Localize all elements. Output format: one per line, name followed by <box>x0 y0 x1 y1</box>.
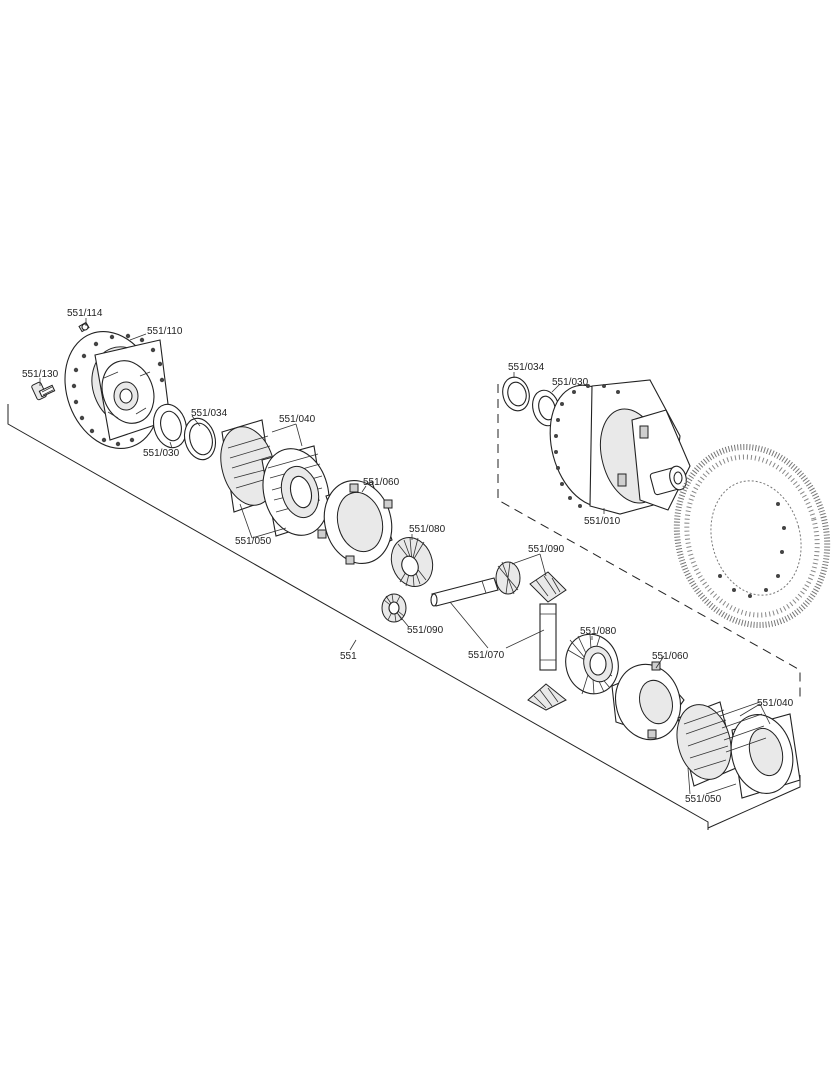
label-551-040-right: 551/040 <box>757 698 794 709</box>
part-labels: 551/114 551/110 551/130 551/034 551/030 … <box>22 308 794 805</box>
label-551-130: 551/130 <box>22 369 59 380</box>
disc-pack-left-part <box>220 419 330 537</box>
ring-right-part <box>611 661 685 741</box>
bolt-part <box>31 381 56 401</box>
ring-gear-part <box>673 443 831 629</box>
shaft-horizontal-part <box>430 577 499 607</box>
label-551-060-left: 551/060 <box>363 477 400 488</box>
differential-housing-part <box>549 379 691 515</box>
label-551-080-right: 551/080 <box>580 626 617 637</box>
label-551-070: 551/070 <box>468 650 505 661</box>
ring-left-part <box>317 479 393 565</box>
label-551-030-left: 551/030 <box>143 448 180 459</box>
label-551-030-right: 551/030 <box>552 377 589 388</box>
shim-left-part <box>183 417 217 461</box>
gear-left-part <box>390 537 434 587</box>
label-551-034-left: 551/034 <box>191 408 228 419</box>
pinion-top-part <box>495 561 521 595</box>
spider-cross-part <box>527 571 567 711</box>
gear-right-part <box>565 633 619 695</box>
label-551-110: 551/110 <box>147 326 183 337</box>
small-bolt-part <box>78 321 90 333</box>
label-551-assembly: 551 <box>340 651 357 662</box>
leader-lines <box>39 318 771 795</box>
disc-pack-right-part <box>676 701 801 799</box>
label-551-010: 551/010 <box>584 516 621 527</box>
washer-left-part <box>152 403 188 449</box>
label-551-080-left: 551/080 <box>409 524 446 535</box>
label-551-050-left: 551/050 <box>235 536 272 547</box>
label-551-090-top: 551/090 <box>528 544 565 555</box>
label-551-034-right: 551/034 <box>508 362 545 373</box>
shim-right-part <box>502 376 530 412</box>
label-551-050-right: 551/050 <box>685 794 722 805</box>
housing-group-outline <box>497 384 801 700</box>
pinion-left-part <box>381 593 407 623</box>
flange-housing-part <box>64 331 171 449</box>
label-551-040-left: 551/040 <box>279 414 316 425</box>
label-551-060-right: 551/060 <box>652 651 689 662</box>
label-551-114: 551/114 <box>67 308 103 319</box>
label-551-090-left: 551/090 <box>407 625 444 636</box>
